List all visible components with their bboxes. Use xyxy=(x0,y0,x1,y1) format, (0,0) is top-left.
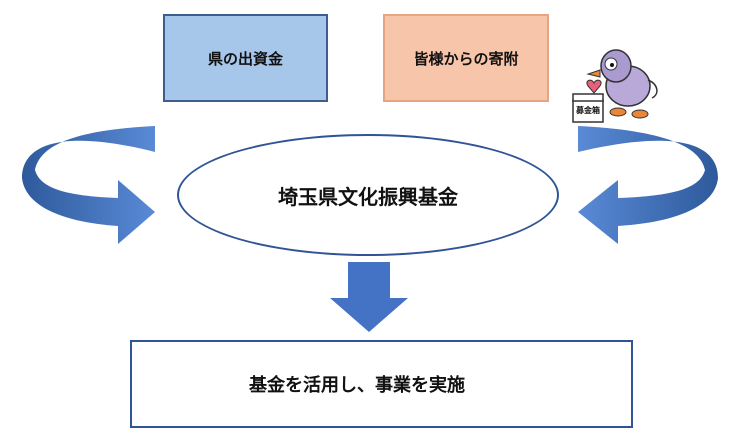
donation-box-label: 募金箱 xyxy=(576,106,600,115)
fund-ellipse: 埼玉県文化振興基金 xyxy=(177,134,559,256)
result-label: 基金を活用し、事業を実施 xyxy=(249,375,465,396)
mascot-donating-icon xyxy=(572,49,658,123)
pref-contribution-box: 県の出資金 xyxy=(163,14,328,102)
donation-box: 皆様からの寄附 xyxy=(383,14,549,102)
result-box: 基金を活用し、事業を実施 xyxy=(130,340,633,428)
donation-label: 皆様からの寄附 xyxy=(413,49,519,68)
pref-contribution-label: 県の出資金 xyxy=(207,49,283,68)
left-curved-arrow xyxy=(22,126,155,244)
right-curved-arrow xyxy=(578,126,718,244)
fund-label: 埼玉県文化振興基金 xyxy=(278,184,458,209)
down-arrow xyxy=(330,262,408,332)
